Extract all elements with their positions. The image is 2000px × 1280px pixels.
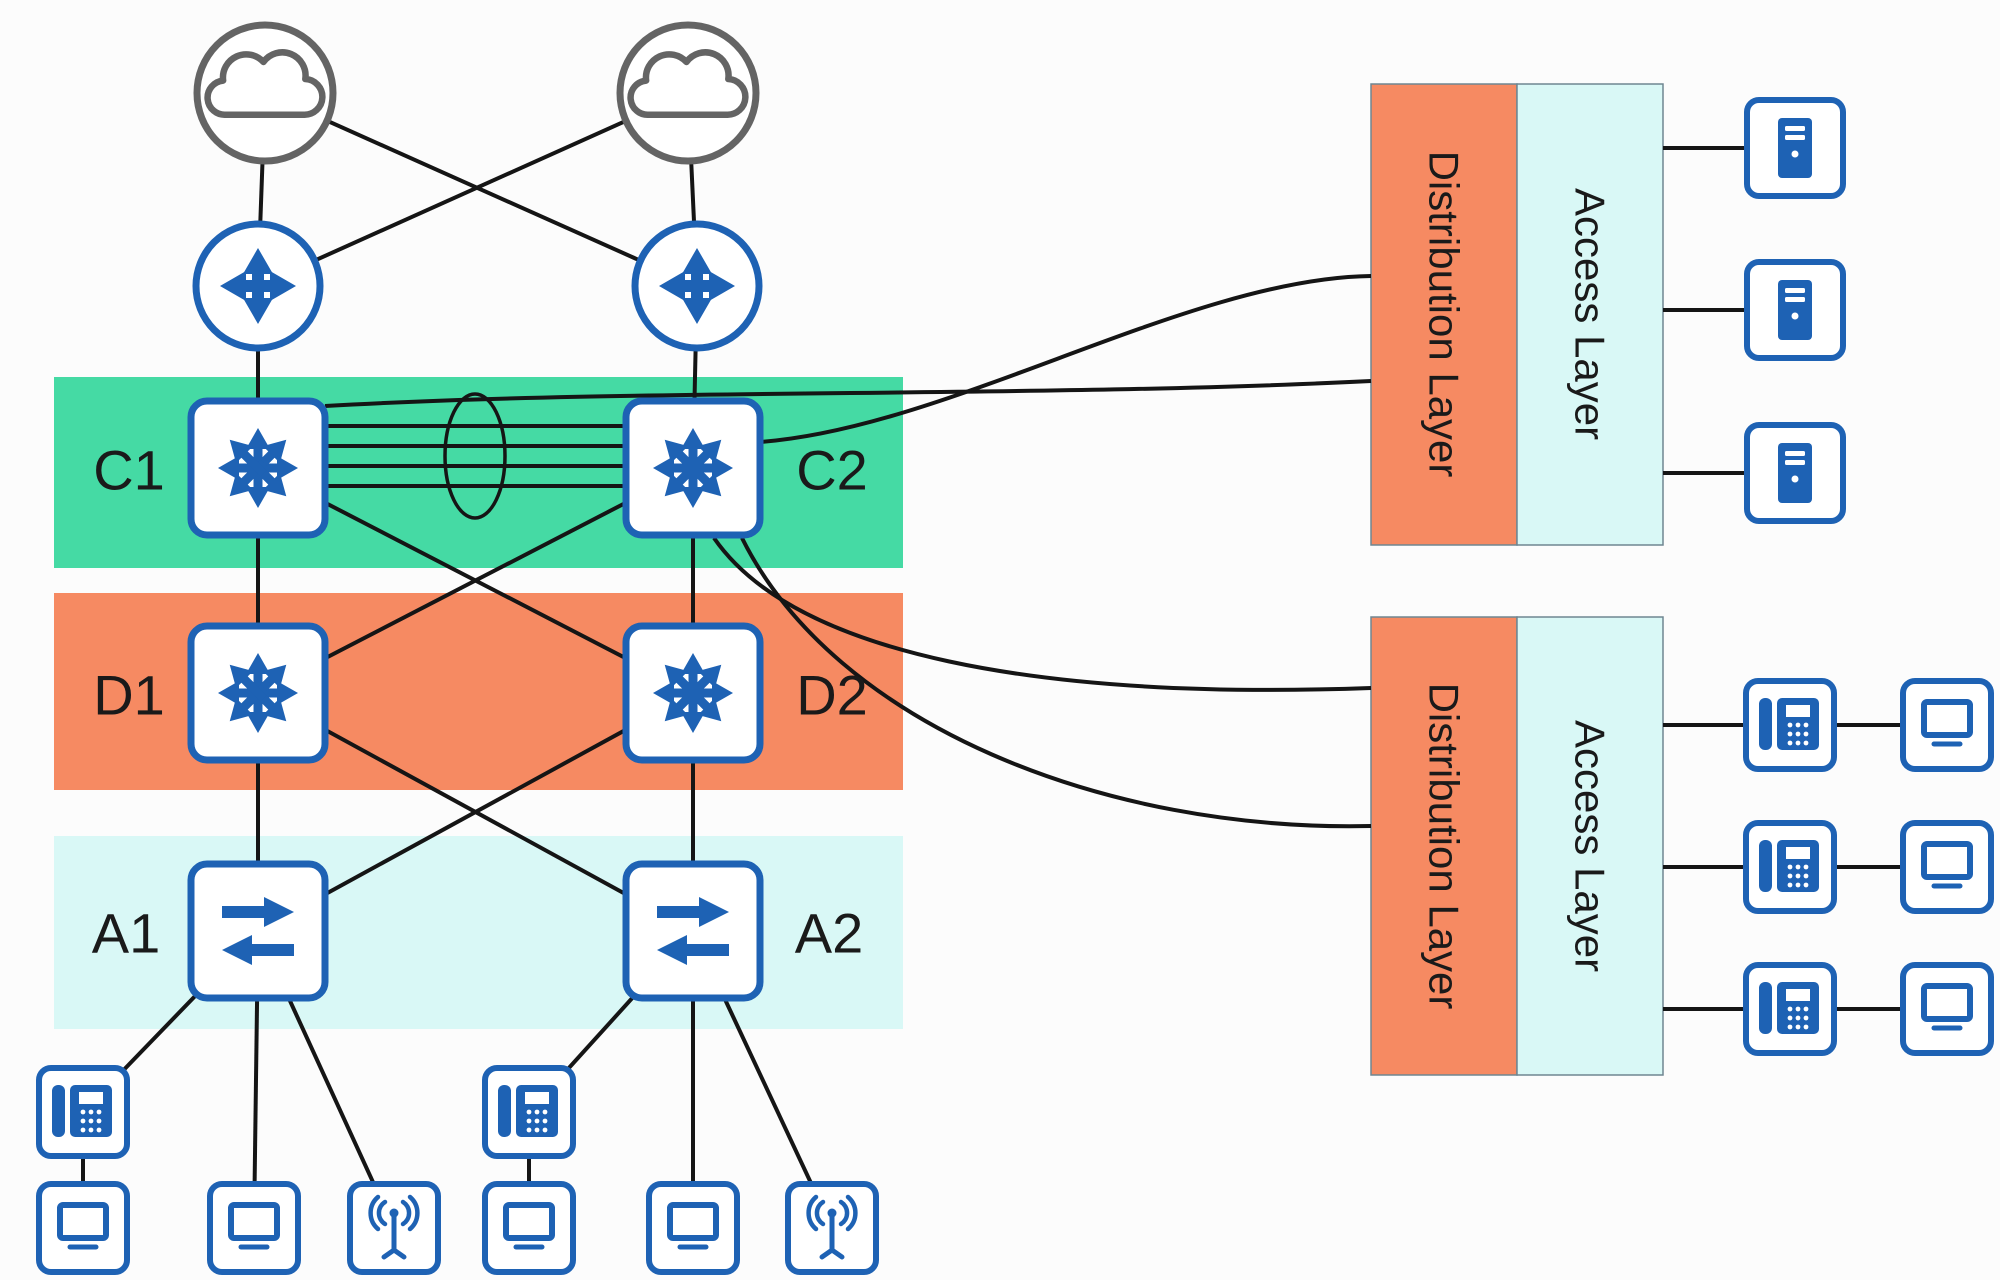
core-switch-c1-label: C1 [93,439,165,502]
link-core-to-pod1-a [324,379,1372,408]
access-switch-a1-label: A1 [92,902,161,965]
link-cloud1-router2 [264,91,698,288]
link-cloud2-router1 [257,91,689,288]
core-layer-band [54,377,903,568]
distribution-switch-d2-label: D2 [796,664,868,727]
server-pod-panel: Distribution Layer Access Layer [1370,83,1664,546]
ip-phone-icon [1746,681,1834,769]
pod1-distribution-strip [1370,83,1518,546]
computer-icon [1903,681,1991,769]
distribution-layer-band [54,593,903,790]
access-switch-a1-icon [191,864,325,998]
server-icon [1747,262,1843,358]
core-switch-c2-label: C2 [796,439,868,502]
access-switch-a2-label: A2 [795,902,864,965]
edge-router-2-icon [635,224,759,348]
link-d2-a1 [257,691,694,933]
computer-icon [39,1184,127,1272]
internet-cloud-2-icon [620,25,756,161]
pod2-access-layer-label: Access Layer [1567,720,1614,972]
user-pod-panel: Distribution Layer Access Layer [1370,616,1664,1076]
distribution-switch-d1-icon [191,626,325,760]
pod1-access-strip [1516,83,1664,546]
access-layer-band [54,836,903,1029]
access-switch-a2-icon [626,864,760,998]
ip-phone-icon [1746,965,1834,1053]
etherchannel-group-ellipse [443,392,507,520]
link-c2-d1 [257,466,694,695]
link-core-to-pod2-b [740,537,1372,829]
computer-icon [1903,823,1991,911]
pod2-distribution-strip [1370,616,1518,1076]
core-switch-c2-icon [626,401,760,535]
computer-icon [649,1184,737,1272]
pod2-distribution-layer-label: Distribution Layer [1421,683,1468,1010]
distribution-switch-d2-icon [626,626,760,760]
server-icon [1747,100,1843,196]
ip-phone-icon [1746,823,1834,911]
distribution-switch-d1-label: D1 [93,664,165,727]
internet-cloud-1-icon [197,25,333,161]
core-switch-c1-icon [191,401,325,535]
server-icon [1747,425,1843,521]
computer-icon [210,1184,298,1272]
edge-router-1-icon [196,224,320,348]
pod1-access-layer-label: Access Layer [1567,188,1614,440]
ip-phone-icon [485,1068,573,1156]
computer-icon [485,1184,573,1272]
link-core-to-pod1-b [759,274,1372,444]
pod2-access-strip [1516,616,1664,1076]
computer-icon [1903,965,1991,1053]
etherchannel-links [325,392,626,520]
link-core-to-pod2-a [712,536,1372,692]
ip-phone-icon [39,1068,127,1156]
node-labels: C1 C2 D1 D2 A1 A2 [92,439,868,965]
pod1-distribution-layer-label: Distribution Layer [1421,151,1468,478]
access-point-icon [788,1184,876,1272]
access-point-icon [350,1184,438,1272]
